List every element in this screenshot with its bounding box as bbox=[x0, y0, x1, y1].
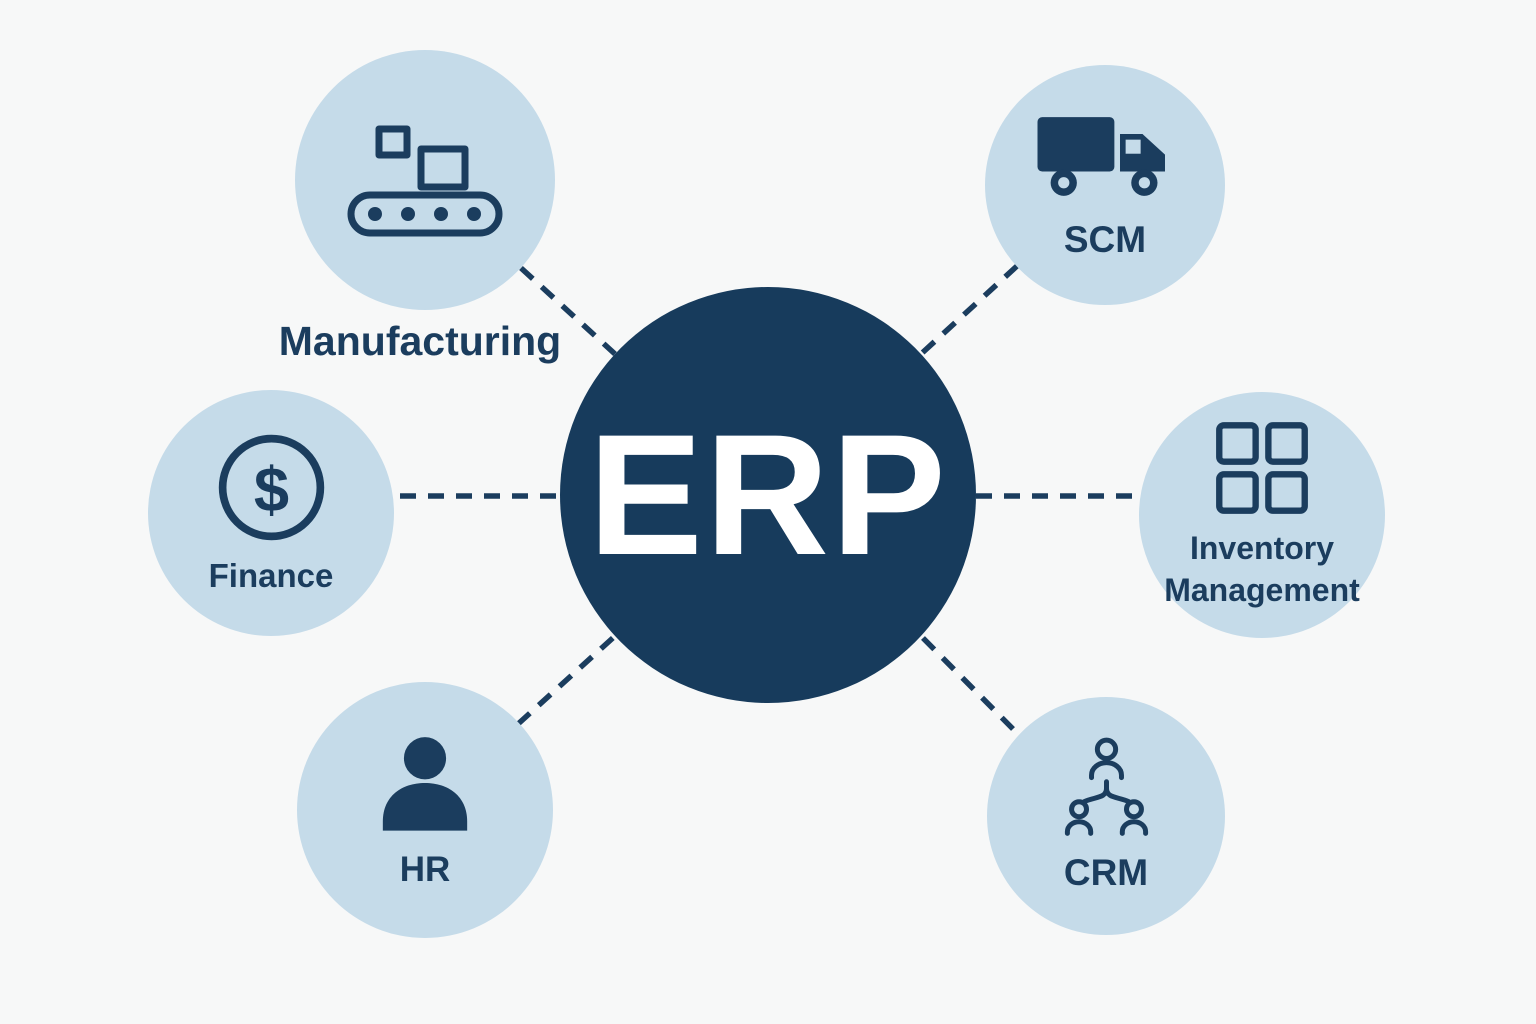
connector-manufacturing bbox=[519, 265, 617, 357]
erp-label: ERP bbox=[588, 399, 948, 591]
dollar-symbol: $ bbox=[253, 455, 288, 525]
node-manufacturing bbox=[295, 50, 555, 310]
node-finance: $ Finance bbox=[148, 390, 394, 636]
grid-icon bbox=[1216, 422, 1308, 515]
erp-center-node: ERP bbox=[560, 287, 976, 703]
person-icon bbox=[382, 737, 468, 831]
node-inventory: Inventory Management bbox=[1139, 392, 1385, 638]
node-scm: SCM bbox=[985, 65, 1225, 305]
label-crm: CRM bbox=[1063, 851, 1149, 893]
node-crm: CRM bbox=[987, 697, 1225, 935]
label-manufacturing: Manufacturing bbox=[278, 318, 562, 364]
dollar-coin-icon: $ bbox=[218, 434, 324, 541]
connector-hr bbox=[516, 633, 617, 727]
connector-scm bbox=[919, 263, 1019, 357]
truck-icon bbox=[1037, 117, 1165, 196]
label-hr: HR bbox=[399, 850, 451, 890]
label-finance: Finance bbox=[208, 556, 334, 594]
node-hr: HR bbox=[297, 682, 553, 938]
label-scm: SCM bbox=[1063, 218, 1147, 260]
label-inventory-line2: Management bbox=[1164, 572, 1360, 608]
label-inventory-line1: Inventory bbox=[1189, 530, 1335, 567]
team-hierarchy-icon bbox=[1064, 737, 1148, 836]
conveyor-belt-icon bbox=[347, 125, 503, 237]
label-inventory: Inventory Management bbox=[1164, 528, 1360, 611]
connector-crm bbox=[919, 634, 1015, 731]
